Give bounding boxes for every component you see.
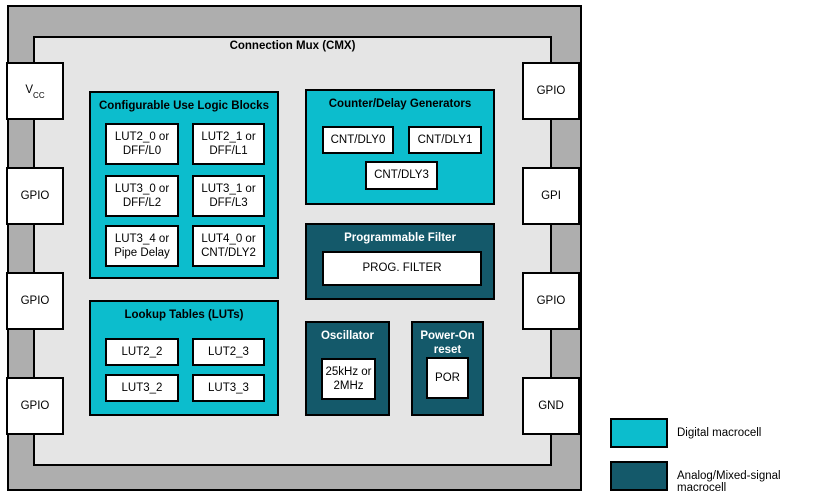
connection-mux-title: Connection Mux (CMX): [229, 40, 356, 52]
pin-label: GND: [538, 400, 564, 412]
pin-label: GPIO: [20, 190, 50, 202]
pin-vcc: VCC: [6, 62, 64, 120]
macrocell-oscillator-freq: 25kHz or 2MHz: [321, 358, 376, 400]
pin-label: GPI: [541, 190, 561, 202]
block-oscillator: Oscillator 25kHz or 2MHz: [305, 321, 390, 416]
pin-vcc-label: VCC: [25, 83, 45, 101]
block-counter-delay-generators: Counter/Delay Generators CNT/DLY0 CNT/DL…: [305, 89, 495, 205]
pin-gpio-left-1: GPIO: [6, 167, 64, 225]
pin-label: GPIO: [20, 400, 50, 412]
macrocell-lut4_0-cnt_dly2: LUT4_0 or CNT/DLY2: [192, 225, 265, 267]
legend-label-analog: Analog/Mixed-signal macrocell: [677, 470, 781, 494]
block-programmable-filter: Programmable Filter PROG. FILTER: [305, 223, 495, 300]
macrocell-por: POR: [426, 357, 469, 399]
macrocell-cnt_dly1: CNT/DLY1: [408, 126, 482, 154]
legend-swatch-analog: [610, 461, 668, 491]
pin-label: GPIO: [536, 85, 566, 97]
macrocell-cnt_dly0: CNT/DLY0: [322, 126, 394, 154]
macrocell-lut2_3: LUT2_3: [192, 338, 265, 366]
macrocell-lut3_4-pipe-delay: LUT3_4 or Pipe Delay: [105, 225, 179, 267]
block-title: Programmable Filter: [344, 232, 456, 244]
block-title: Lookup Tables (LUTs): [124, 309, 244, 321]
block-power-on-reset: Power-On reset POR: [411, 321, 484, 416]
pin-gpio-right-2: GPIO: [522, 272, 580, 330]
block-lookup-tables: Lookup Tables (LUTs) LUT2_2 LUT2_3 LUT3_…: [89, 300, 279, 416]
pin-gpio-left-2: GPIO: [6, 272, 64, 330]
macrocell-lut2_1-dff_l1: LUT2_1 or DFF/L1: [192, 123, 265, 165]
pin-gpi: GPI: [522, 167, 580, 225]
macrocell-lut3_2: LUT3_2: [105, 374, 179, 402]
macrocell-lut2_0-dff_l0: LUT2_0 or DFF/L0: [105, 123, 179, 165]
pin-gnd: GND: [522, 377, 580, 435]
macrocell-prog-filter: PROG. FILTER: [322, 251, 482, 286]
block-title: Oscillator: [320, 330, 375, 342]
legend-label-digital: Digital macrocell: [677, 427, 762, 439]
block-title: Power-On reset: [420, 330, 475, 357]
pin-label: GPIO: [536, 295, 566, 307]
macrocell-cnt_dly3: CNT/DLY3: [365, 161, 438, 190]
pin-label: GPIO: [20, 295, 50, 307]
macrocell-lut3_3: LUT3_3: [192, 374, 265, 402]
macrocell-lut3_1-dff_l3: LUT3_1 or DFF/L3: [192, 175, 265, 217]
legend-swatch-digital: [610, 418, 668, 448]
pin-gpio-right-1: GPIO: [522, 62, 580, 120]
block-title: Counter/Delay Generators: [328, 98, 472, 110]
macrocell-lut2_2: LUT2_2: [105, 338, 179, 366]
block-title: Configurable Use Logic Blocks: [99, 100, 269, 112]
macrocell-lut3_0-dff_l2: LUT3_0 or DFF/L2: [105, 175, 179, 217]
pin-gpio-left-3: GPIO: [6, 377, 64, 435]
block-configurable-use-logic: Configurable Use Logic Blocks LUT2_0 or …: [89, 91, 279, 279]
